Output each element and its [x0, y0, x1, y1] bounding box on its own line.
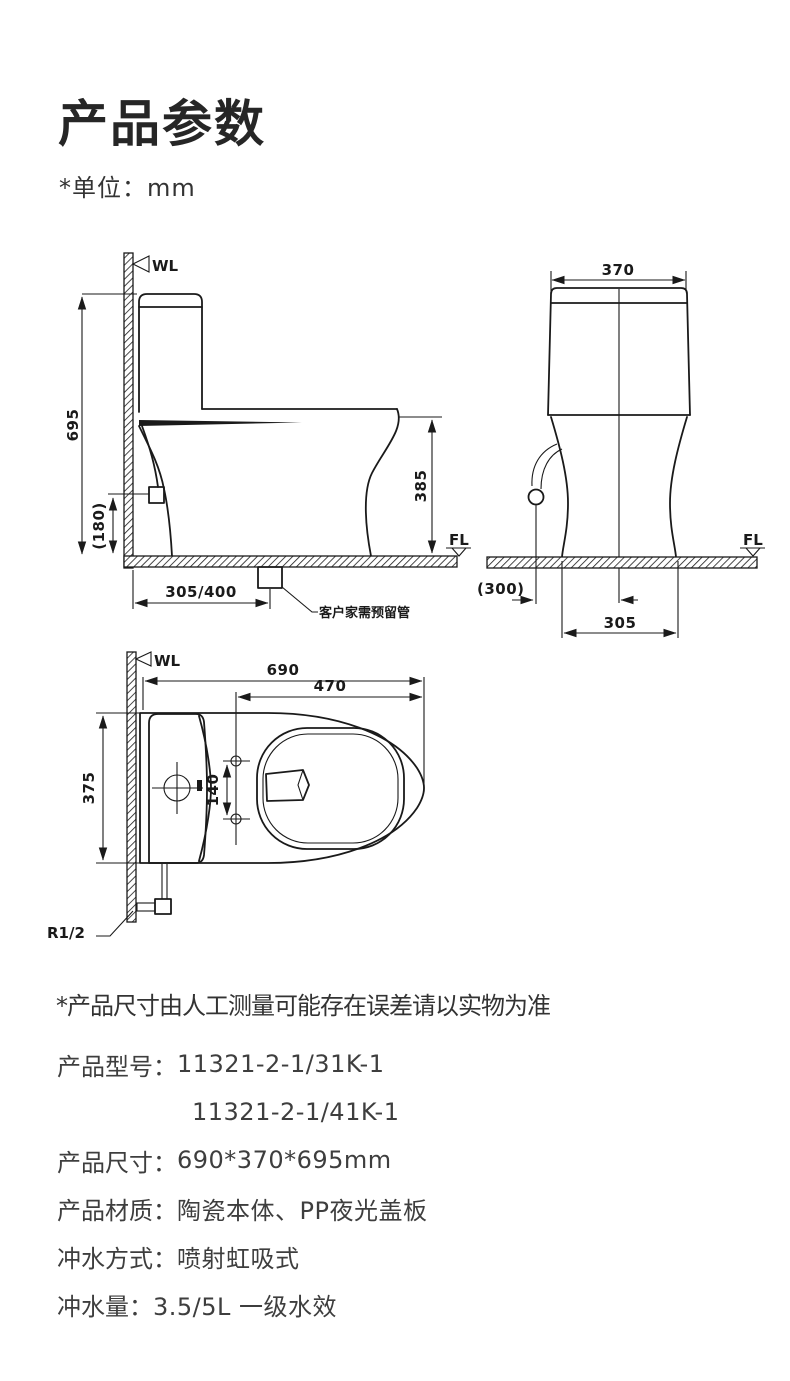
top-supply-valve — [154, 898, 172, 915]
side-tank-outline — [138, 293, 203, 413]
top-supply-pipe-lines — [161, 864, 168, 899]
side-floor-hatch — [123, 555, 458, 568]
spec-label: 产品尺寸： — [57, 1148, 177, 1177]
top-tank-outline — [148, 713, 208, 864]
spec-row-material: 产品材质： 陶瓷本体、PP夜光盖板 — [57, 1184, 757, 1232]
side-floor-pipe — [257, 566, 283, 589]
side-bowl-front-curve — [364, 408, 400, 557]
front-view-drawing: FL 370 (300) 305 — [477, 261, 765, 638]
top-flush-hole — [265, 769, 310, 802]
side-pipe-leader-line — [281, 586, 318, 613]
side-dim-rough-in: 305/400 — [165, 583, 237, 601]
spec-label: 产品型号： — [57, 1052, 177, 1081]
front-supply-hose-line1 — [531, 443, 558, 487]
side-bowl-back-curve — [138, 425, 173, 557]
spec-row-size: 产品尺寸： 690*370*695mm — [57, 1136, 757, 1184]
front-width-extension-lines — [550, 271, 687, 291]
front-base-extension-lines — [561, 561, 679, 638]
top-dim-bowl-depth: 470 — [314, 677, 347, 695]
top-tank-front-curve — [198, 715, 212, 862]
top-wl-label: WL — [154, 652, 181, 670]
side-wall-hatch — [123, 252, 134, 569]
spec-label: 冲水方式： — [57, 1244, 177, 1273]
side-dim-seat-height: 385 — [412, 470, 430, 503]
spec-value: 11321-2-1/41K-1 — [192, 1098, 400, 1126]
top-wall-fitting — [136, 902, 156, 912]
spec-row-model: 产品型号： 11321-2-1/31K-1 — [57, 1040, 757, 1088]
top-dim-bolt-spacing: 140 — [204, 774, 222, 807]
top-wall-hatch — [126, 651, 137, 923]
front-body-right-curve — [669, 416, 688, 558]
side-fl-marker-icon — [450, 547, 468, 557]
top-view-drawing: WL 140 375 690 470 — [47, 651, 425, 942]
top-wl-marker-icon — [134, 651, 152, 667]
top-flush-hole-notch — [297, 769, 304, 801]
top-flush-button-crosshair — [152, 762, 203, 814]
spec-value: 陶瓷本体、PP夜光盖板 — [177, 1196, 428, 1225]
unit-note: *单位：mm — [59, 174, 196, 202]
side-seat-lid — [139, 420, 302, 426]
front-dim-supply-offset: (300) — [477, 580, 525, 598]
side-bowl-back-inner-curve — [141, 425, 159, 488]
top-width-extension-lines — [96, 712, 150, 864]
side-view-drawing: WL 客户家需预留管 695 (180) 385 — [64, 252, 471, 621]
front-supply-connector — [527, 488, 545, 506]
front-tank-outline — [547, 287, 691, 416]
side-dim-total-height: 695 — [64, 409, 82, 442]
side-wl-label: WL — [152, 257, 179, 275]
front-dim-base-width: 305 — [604, 614, 637, 632]
top-seat-outer-ring — [256, 727, 405, 850]
side-dim-inlet-height: (180) — [90, 502, 108, 550]
top-thread-spec-label: R1/2 — [47, 924, 85, 942]
technical-drawings: WL 客户家需预留管 695 (180) 385 — [47, 252, 765, 942]
spec-label: 产品材质： — [57, 1196, 177, 1225]
top-depth-extension-lines — [142, 677, 425, 792]
side-wl-marker-icon — [131, 255, 150, 273]
top-dim-width: 375 — [80, 772, 98, 805]
side-pipe-note: 客户家需预留管 — [319, 605, 410, 621]
spec-row-flush-type: 冲水方式： 喷射虹吸式 — [57, 1232, 757, 1280]
spec-value: 喷射虹吸式 — [177, 1244, 300, 1273]
front-body-left-curve — [550, 416, 569, 558]
front-floor-hatch — [486, 556, 758, 569]
spec-row-model-2: 11321-2-1/41K-1 — [57, 1088, 757, 1136]
front-fl-marker-icon — [744, 547, 762, 557]
front-dim-tank-width: 370 — [602, 261, 635, 279]
spec-value: 3.5/5L 一级水效 — [153, 1292, 338, 1321]
spec-value: 11321-2-1/31K-1 — [177, 1050, 385, 1078]
spec-list: 产品型号： 11321-2-1/31K-1 11321-2-1/41K-1 产品… — [57, 1040, 757, 1328]
top-dim-total-depth: 690 — [267, 661, 300, 679]
spec-value: 690*370*695mm — [177, 1146, 392, 1174]
side-fl-label: FL — [449, 531, 469, 549]
top-thread-leader-line — [96, 910, 134, 937]
top-seat-inner-ring — [262, 733, 399, 844]
measurement-disclaimer: *产品尺寸由人工测量可能存在误差请以实物为准 — [56, 992, 551, 1020]
top-tank-tick — [197, 780, 202, 791]
spec-label: 冲水量： — [57, 1292, 153, 1321]
page-title: 产品参数 — [58, 95, 266, 153]
front-supply-hose-line2 — [540, 448, 563, 490]
spec-row-flush-volume: 冲水量： 3.5/5L 一级水效 — [57, 1280, 757, 1328]
side-roughin-extension-lines — [132, 570, 271, 609]
front-fl-label: FL — [743, 531, 763, 549]
side-inlet-valve — [148, 486, 165, 504]
